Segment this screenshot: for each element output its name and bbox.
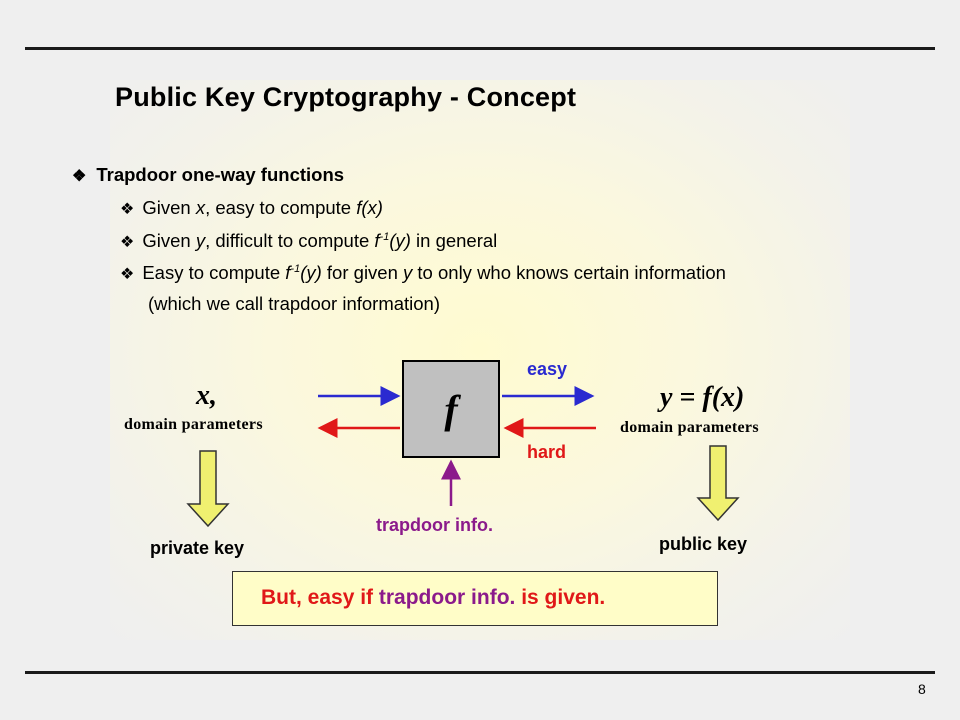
private-key-label: private key bbox=[150, 538, 245, 558]
easy-label: easy bbox=[527, 359, 568, 379]
bullet-given-y: ❖Given y, difficult to compute f-1(y) in… bbox=[120, 230, 498, 251]
diamond-bullet-icon: ❖ bbox=[120, 234, 135, 251]
bullet-trapdoor-functions: ❖Trapdoor one-way functions bbox=[72, 164, 345, 185]
input-domain-parameters: domain parameters bbox=[124, 416, 263, 433]
top-rule bbox=[25, 47, 935, 50]
function-box: f bbox=[402, 360, 500, 458]
bullet-easy-compute: ❖Easy to compute f-1(y) for given y to o… bbox=[120, 262, 726, 283]
bullet-easy-compute-continuation: (which we call trapdoor information) bbox=[148, 293, 441, 314]
trapdoor-info-label: trapdoor info. bbox=[376, 515, 493, 535]
slide-title: Public Key Cryptography - Concept bbox=[115, 82, 577, 112]
page-number: 8 bbox=[918, 681, 926, 697]
public-key-label: public key bbox=[659, 534, 748, 554]
input-x-label: x, bbox=[196, 380, 217, 411]
bottom-rule bbox=[25, 671, 935, 674]
bullet-given-x: ❖Given x, easy to compute f(x) bbox=[120, 197, 383, 218]
diamond-bullet-icon: ❖ bbox=[72, 168, 87, 185]
public-key-arrow bbox=[696, 445, 740, 522]
output-y-label: y = f(x) bbox=[660, 382, 745, 413]
hard-label: hard bbox=[527, 442, 567, 462]
output-domain-parameters: domain parameters bbox=[620, 419, 759, 436]
diamond-bullet-icon: ❖ bbox=[120, 266, 135, 283]
private-key-arrow bbox=[186, 450, 230, 528]
trapdoor-note-box: But, easy if trapdoor info. is given. bbox=[232, 571, 718, 626]
diamond-bullet-icon: ❖ bbox=[120, 201, 135, 218]
